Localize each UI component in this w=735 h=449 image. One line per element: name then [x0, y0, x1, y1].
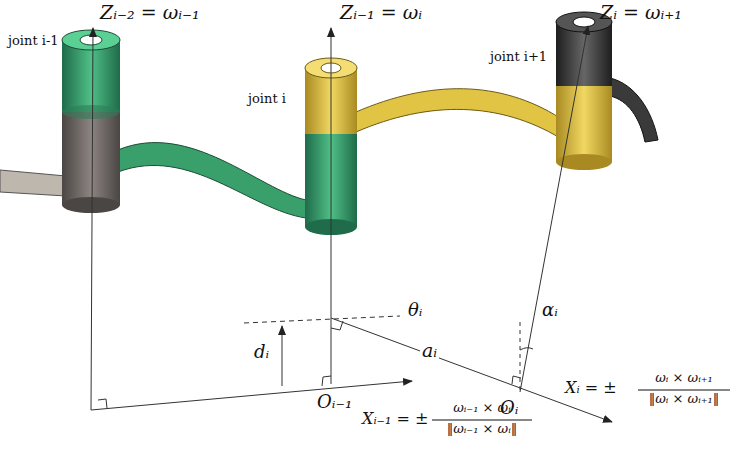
formula-denominator: ‖ωᵢ₋₁ × ωᵢ‖: [447, 422, 518, 437]
joint-label: joint i: [248, 92, 286, 107]
axis-label: Zᵢ₋₁ = ωᵢ: [340, 2, 422, 24]
length-label: dᵢ: [252, 342, 271, 363]
angle-label: αᵢ: [540, 300, 560, 321]
joint-label: joint i-1: [8, 34, 59, 49]
axis-label: Zᵢ₋₂ = ωᵢ₋₁: [100, 2, 200, 24]
formula-numerator: ωᵢ × ωᵢ₊₁: [655, 371, 713, 386]
joint-label: joint i+1: [490, 50, 547, 65]
formula-denominator: ‖ωᵢ × ωᵢ₊₁‖: [649, 392, 720, 407]
angle-label: θᵢ: [406, 300, 424, 321]
formula-label: Xᵢ = ±: [565, 379, 617, 397]
length-label: aᵢ: [420, 340, 439, 362]
formula-label: Xᵢ₋₁ = ±: [362, 410, 428, 428]
axis-label: Zᵢ = ωᵢ₊₁: [600, 2, 682, 24]
origin-label: Oᵢ₋₁: [315, 392, 354, 413]
formula-numerator: ωᵢ₋₁ × ωᵢ: [453, 401, 511, 416]
